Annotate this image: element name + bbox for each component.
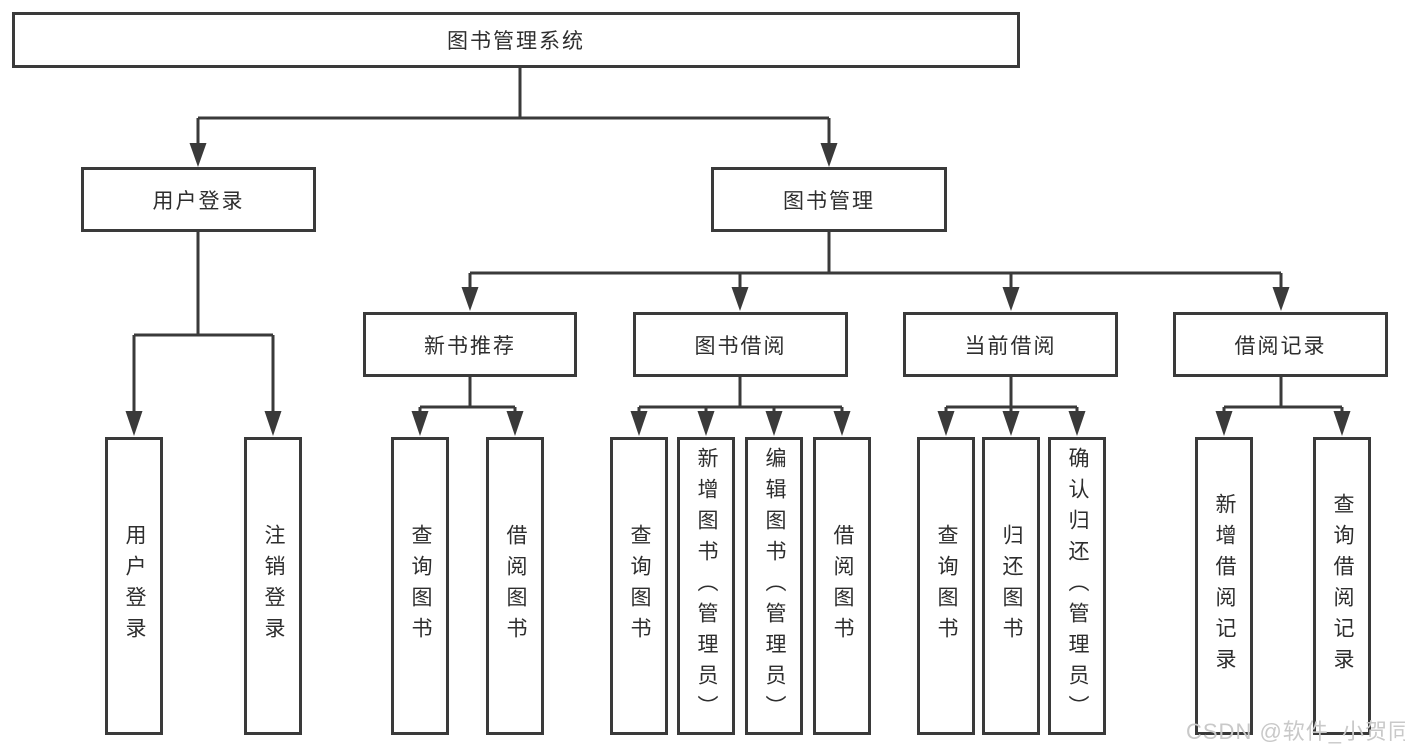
leaf-return-books: 归还图书 bbox=[982, 437, 1040, 735]
leaf-query-borrow-record: 查询借阅记录 bbox=[1313, 437, 1371, 735]
node-new-book-recommend: 新书推荐 bbox=[363, 312, 577, 377]
leaf-logout: 注销登录 bbox=[244, 437, 302, 735]
leaf-edit-books-admin: 编辑图书（管理员） bbox=[745, 437, 803, 735]
node-book-management: 图书管理 bbox=[711, 167, 947, 232]
leaf-query-books: 查询图书 bbox=[610, 437, 668, 735]
leaf-add-books-admin: 新增图书（管理员） bbox=[677, 437, 735, 735]
node-current-borrowing: 当前借阅 bbox=[903, 312, 1118, 377]
arrowheads bbox=[125, 143, 1351, 436]
leaf-user-login: 用户登录 bbox=[105, 437, 163, 735]
node-system-root: 图书管理系统 bbox=[12, 12, 1020, 68]
leaf-borrow-books: 借阅图书 bbox=[486, 437, 544, 735]
csdn-watermark: CSDN @软件_小贺同学 bbox=[1186, 719, 1405, 744]
node-borrowing-records: 借阅记录 bbox=[1173, 312, 1388, 377]
leaf-confirm-return-admin: 确认归还（管理员） bbox=[1048, 437, 1106, 735]
node-book-borrowing: 图书借阅 bbox=[633, 312, 848, 377]
leaf-query-books: 查询图书 bbox=[391, 437, 449, 735]
leaf-borrow-books: 借阅图书 bbox=[813, 437, 871, 735]
leaf-add-borrow-record: 新增借阅记录 bbox=[1195, 437, 1253, 735]
leaf-query-books: 查询图书 bbox=[917, 437, 975, 735]
node-user-login: 用户登录 bbox=[81, 167, 316, 232]
